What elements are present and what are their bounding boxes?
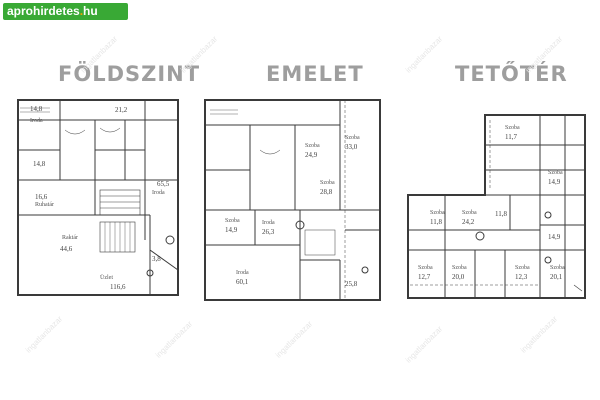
plan-area-label: 44,6 (60, 245, 73, 253)
plan-area-label: 14,9 (548, 233, 561, 241)
plan-area-label: 65,5 (157, 180, 170, 188)
plan-room-label: Szoba (515, 265, 530, 271)
plan-area-label: 3,8 (152, 255, 161, 263)
heading-teteter: TETŐTÉR (455, 62, 568, 86)
site-logo[interactable]: aprohirdetes.hu (3, 3, 128, 20)
plan-area-label: 24,2 (462, 218, 475, 226)
plan-room-label: Szoba (452, 265, 467, 271)
plan-room-label: Raktár (62, 235, 78, 241)
plan-area-label: 26,3 (262, 228, 275, 236)
heading-emelet: EMELET (266, 62, 364, 86)
plan-emelet (204, 99, 381, 301)
plan-room-label: Iroda (236, 270, 249, 276)
plan-room-label: Szoba (320, 180, 335, 186)
heading-foldszint: FÖLDSZINT (58, 62, 201, 86)
plan-area-label: 21,2 (115, 106, 128, 114)
plan-area-label: 33,0 (345, 143, 358, 151)
plan-room-label: Szoba (505, 125, 520, 131)
plan-room-label: Szoba (345, 135, 360, 141)
plan-foldszint (17, 99, 179, 296)
logo-text: aprohirdetes (7, 4, 80, 18)
plan-area-label: 14,8 (30, 105, 43, 113)
plan-area-label: 28,8 (320, 188, 333, 196)
logo-dot: . (79, 4, 84, 18)
plan-area-label: 24,9 (305, 151, 318, 159)
plan-area-label: 60,1 (236, 278, 249, 286)
plan-room-label: Szoba (225, 218, 240, 224)
plan-area-label: 12,3 (515, 273, 528, 281)
plan-room-label: Iroda (30, 118, 43, 124)
plan-room-label: Ruhatár (35, 202, 54, 208)
plan-area-label: 14,8 (33, 160, 46, 168)
plan-room-label: Szoba (305, 143, 320, 149)
plan-area-label: 11,7 (505, 133, 517, 141)
plan-room-label: Üzlet (100, 275, 113, 281)
plan-area-label: 11,8 (430, 218, 442, 226)
plan-area-label: 14,9 (548, 178, 561, 186)
logo-suffix: hu (83, 4, 98, 18)
plan-area-label: 116,6 (110, 283, 126, 291)
plan-teteter (407, 114, 586, 299)
plan-room-label: Szoba (462, 210, 477, 216)
plan-area-label: 20,0 (452, 273, 465, 281)
plan-room-label: Szoba (548, 170, 563, 176)
plan-area-label: 20,1 (550, 273, 563, 281)
plan-room-label: Szoba (430, 210, 445, 216)
plan-area-label: 11,8 (495, 210, 507, 218)
plan-room-label: Szoba (418, 265, 433, 271)
plan-room-label: Szoba (550, 265, 565, 271)
plan-area-label: 14,9 (225, 226, 238, 234)
plan-area-label: 12,7 (418, 273, 431, 281)
plan-room-label: Iroda (152, 190, 165, 196)
plan-area-label: 25,8 (345, 280, 358, 288)
plan-room-label: Iroda (262, 220, 275, 226)
plan-area-label: 16,6 (35, 193, 48, 201)
